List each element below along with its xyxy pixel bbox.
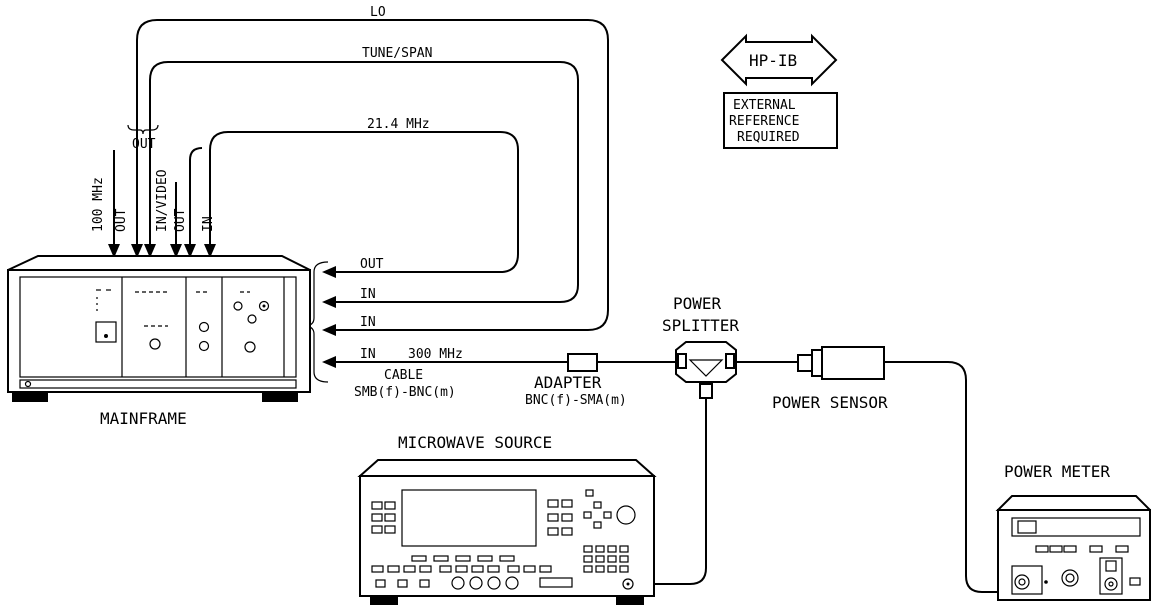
top-port-arrows — [108, 147, 203, 258]
mainframe-label: MAINFRAME — [100, 409, 187, 428]
mainframe-chassis — [7, 255, 311, 402]
source-label: MICROWAVE SOURCE — [398, 433, 552, 452]
ext-ref-line2: REFERENCE — [729, 114, 799, 129]
side-port-in-2: IN — [360, 315, 376, 330]
hpib-label: HP-IB — [749, 51, 797, 70]
side-port-in-1: IN — [360, 287, 376, 302]
adapter-spec: BNC(f)-SMA(m) — [525, 393, 627, 408]
cable-label-line2: SMB(f)-BNC(m) — [354, 385, 456, 400]
adapter-icon — [567, 353, 676, 372]
side-port-out: OUT — [360, 257, 384, 272]
hpib-double-arrow-icon — [720, 33, 838, 87]
external-reference-box — [723, 92, 838, 149]
microwave-source-instrument — [357, 459, 657, 605]
adapter-label: ADAPTER — [534, 373, 602, 392]
port-label-100mhz: 100 MHz — [91, 177, 106, 232]
port-label-in: IN — [201, 216, 216, 232]
out-brace-label: OUT — [132, 137, 156, 152]
tune-span-label: TUNE/SPAN — [362, 46, 432, 61]
ext-ref-line1: EXTERNAL — [733, 98, 796, 113]
power-sensor-icon — [797, 346, 1012, 593]
port-label-in-video: IN/VIDEO — [155, 169, 170, 232]
source-cable — [634, 398, 707, 585]
cable-label-line1: CABLE — [384, 368, 423, 383]
power-splitter-icon — [675, 341, 798, 399]
splitter-label-line1: POWER — [673, 294, 722, 313]
port-label-out-1: OUT — [114, 208, 129, 232]
cal-300mhz-label: 300 MHz — [408, 347, 463, 362]
tune-span-cable — [149, 61, 579, 308]
power-meter-instrument — [995, 495, 1151, 601]
if-21-4-label: 21.4 MHz — [367, 117, 430, 132]
lo-cable — [136, 19, 609, 336]
if-21-4-cable — [204, 131, 519, 278]
cal-cable — [322, 356, 567, 368]
meter-label: POWER METER — [1004, 462, 1110, 481]
lo-cable-label: LO — [370, 5, 386, 20]
sensor-label: POWER SENSOR — [772, 393, 888, 412]
port-label-out-2: OUT — [173, 208, 188, 232]
out-brace — [127, 124, 159, 135]
splitter-label-line2: SPLITTER — [662, 316, 739, 335]
ext-ref-line3: REQUIRED — [737, 130, 800, 145]
side-port-in-3: IN — [360, 347, 376, 362]
